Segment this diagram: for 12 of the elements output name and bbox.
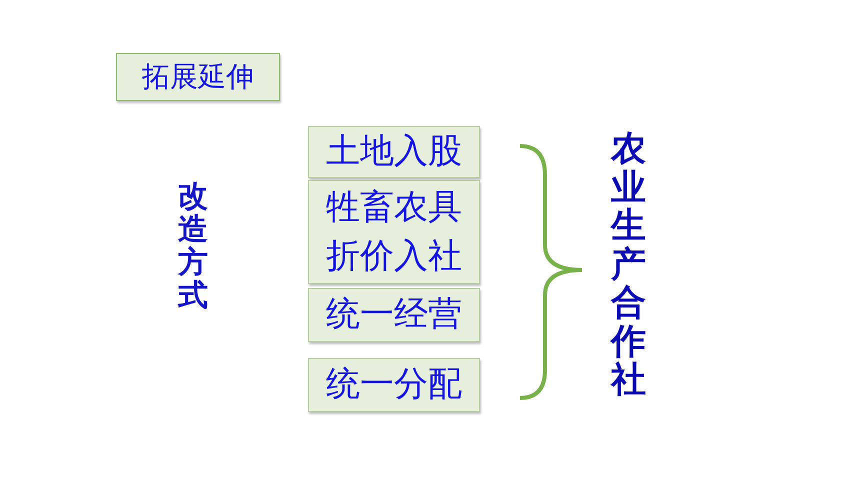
box-text: 统一分配 [325,363,463,406]
result-label: 农业生产合作社 [611,130,646,400]
method-box [308,126,480,178]
method-box [308,288,480,342]
category-label: 改造方式 [178,180,208,312]
box-text: 拓展延伸 [142,58,254,95]
method-box [308,358,480,412]
section-heading-box [116,53,280,101]
box-text: 土地入股 [325,130,463,174]
box-text: 牲畜农具折价入社 [325,186,463,278]
box-text: 统一经营 [325,293,463,336]
method-box [308,180,480,284]
